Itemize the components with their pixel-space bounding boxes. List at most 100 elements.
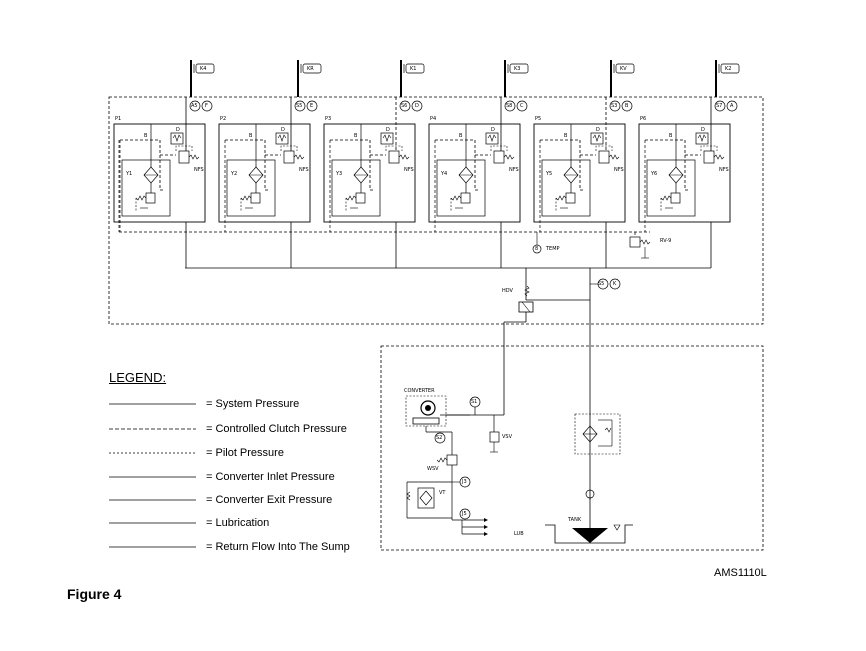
- s1-label: S1: [471, 399, 478, 405]
- module-nfs-label: NFS: [194, 167, 204, 173]
- module-b-label: B: [669, 133, 673, 139]
- port-letter-e: E: [310, 103, 314, 109]
- header-tag-label-k1: K1: [410, 66, 417, 72]
- solenoid-y4: Y4: [441, 171, 448, 177]
- lub-label: LUB: [514, 531, 524, 537]
- vsv-label: VSV: [502, 434, 513, 440]
- converter: [405, 395, 447, 427]
- port-num-s3: S3: [611, 103, 618, 109]
- port-a5: [189, 100, 213, 112]
- port-s3: [609, 100, 633, 112]
- module-b-label: B: [354, 133, 358, 139]
- legend-title: LEGEND:: [109, 370, 167, 385]
- legend-item-pilot: = Pilot Pressure: [206, 447, 284, 459]
- header-tag-k3: [504, 60, 529, 97]
- module-d-label: D: [701, 127, 705, 133]
- module-b-label: B: [564, 133, 568, 139]
- port-num-s8: S8: [506, 103, 513, 109]
- port-letter-b: B: [625, 103, 629, 109]
- header-tag-k1: [400, 60, 425, 97]
- port-letter-c: C: [520, 103, 524, 109]
- module-p2: [218, 97, 311, 268]
- main-port-letter: K: [613, 281, 617, 287]
- main-port-num: S5: [598, 281, 605, 287]
- vt-filter: [406, 481, 452, 519]
- solenoid-y6: Y6: [651, 171, 658, 177]
- module-name-p3: P3: [325, 116, 332, 122]
- module-nfs-label: NFS: [719, 167, 729, 173]
- solenoid-y5: Y5: [546, 171, 553, 177]
- wsv-label: WSV: [427, 466, 439, 472]
- legend-item-clutch: = Controlled Clutch Pressure: [206, 423, 347, 435]
- header-tag-kv: [610, 60, 635, 97]
- module-name-p6: P6: [640, 116, 647, 122]
- legend-item-conv-exit: = Converter Exit Pressure: [206, 494, 333, 506]
- header-tag-k4: [190, 60, 215, 97]
- j3-label: J3: [462, 479, 467, 485]
- module-p1: [113, 97, 206, 268]
- header-tag-label-k3: K3: [514, 66, 521, 72]
- port-s6: [399, 100, 423, 112]
- module-name-p4: P4: [430, 116, 437, 122]
- legend-item-return: = Return Flow Into The Sump: [206, 541, 350, 553]
- rv9-label: RV-9: [660, 238, 672, 244]
- header-tag-label-k2: K2: [725, 66, 732, 72]
- header-tag-kr: [297, 60, 322, 97]
- figure-label: Figure 4: [67, 586, 122, 602]
- temp-label: TEMP: [546, 246, 560, 252]
- converter-block-boundary: [380, 345, 764, 551]
- module-nfs-label: NFS: [509, 167, 519, 173]
- module-nfs-label: NFS: [404, 167, 414, 173]
- module-d-label: D: [386, 127, 390, 133]
- tank: [545, 524, 633, 544]
- module-name-p5: P5: [535, 116, 542, 122]
- module-p6: [638, 97, 731, 268]
- port-num-s7: S7: [716, 103, 723, 109]
- module-d-label: D: [596, 127, 600, 133]
- hdv-label: HDV: [502, 288, 513, 294]
- module-d-label: D: [176, 127, 180, 133]
- port-letter-a: A: [730, 103, 734, 109]
- module-name-p1: P1: [115, 116, 122, 122]
- module-p5: [533, 97, 626, 268]
- legend-item-lub: = Lubrication: [206, 517, 270, 529]
- module-p3: [323, 97, 416, 268]
- legend-lines: [109, 403, 196, 548]
- module-d-label: D: [281, 127, 285, 133]
- module-b-label: B: [144, 133, 148, 139]
- solenoid-y2: Y2: [231, 171, 238, 177]
- port-s8: [504, 100, 528, 112]
- header-tag-k2: [715, 60, 740, 97]
- header-tag-label-kv: KV: [620, 66, 627, 72]
- port-s7: [714, 100, 738, 112]
- module-b-label: B: [459, 133, 463, 139]
- port-num-s5: S5: [296, 103, 303, 109]
- vt-label: VT: [439, 490, 446, 496]
- valve-block-boundary: [108, 96, 764, 325]
- legend-item-conv-inlet: = Converter Inlet Pressure: [206, 471, 335, 483]
- j5-label: J5: [462, 511, 467, 517]
- port-letter-d: D: [415, 103, 419, 109]
- legend-item-system: = System Pressure: [206, 398, 300, 410]
- module-b-label: B: [249, 133, 253, 139]
- solenoid-y1: Y1: [126, 171, 133, 177]
- module-nfs-label: NFS: [614, 167, 624, 173]
- module-name-p2: P2: [220, 116, 227, 122]
- hdv-valve: [518, 301, 534, 313]
- port-num-s6: S6: [401, 103, 408, 109]
- s2-label: S2: [436, 435, 443, 441]
- header-tag-label-k4: K4: [200, 66, 207, 72]
- port-s5: [294, 100, 318, 112]
- converter-label: CONVERTER: [404, 388, 435, 394]
- module-nfs-label: NFS: [299, 167, 309, 173]
- module-d-label: D: [491, 127, 495, 133]
- tank-label: TANK: [568, 517, 582, 523]
- drawing-code: AMS1110L: [714, 567, 767, 579]
- port-letter-f: F: [205, 103, 208, 109]
- temp-num: 8: [535, 246, 539, 252]
- wsv-valve: [436, 454, 458, 466]
- rv9-valve: [629, 232, 651, 259]
- vsv-valve: [489, 415, 500, 453]
- solenoid-y3: Y3: [336, 171, 343, 177]
